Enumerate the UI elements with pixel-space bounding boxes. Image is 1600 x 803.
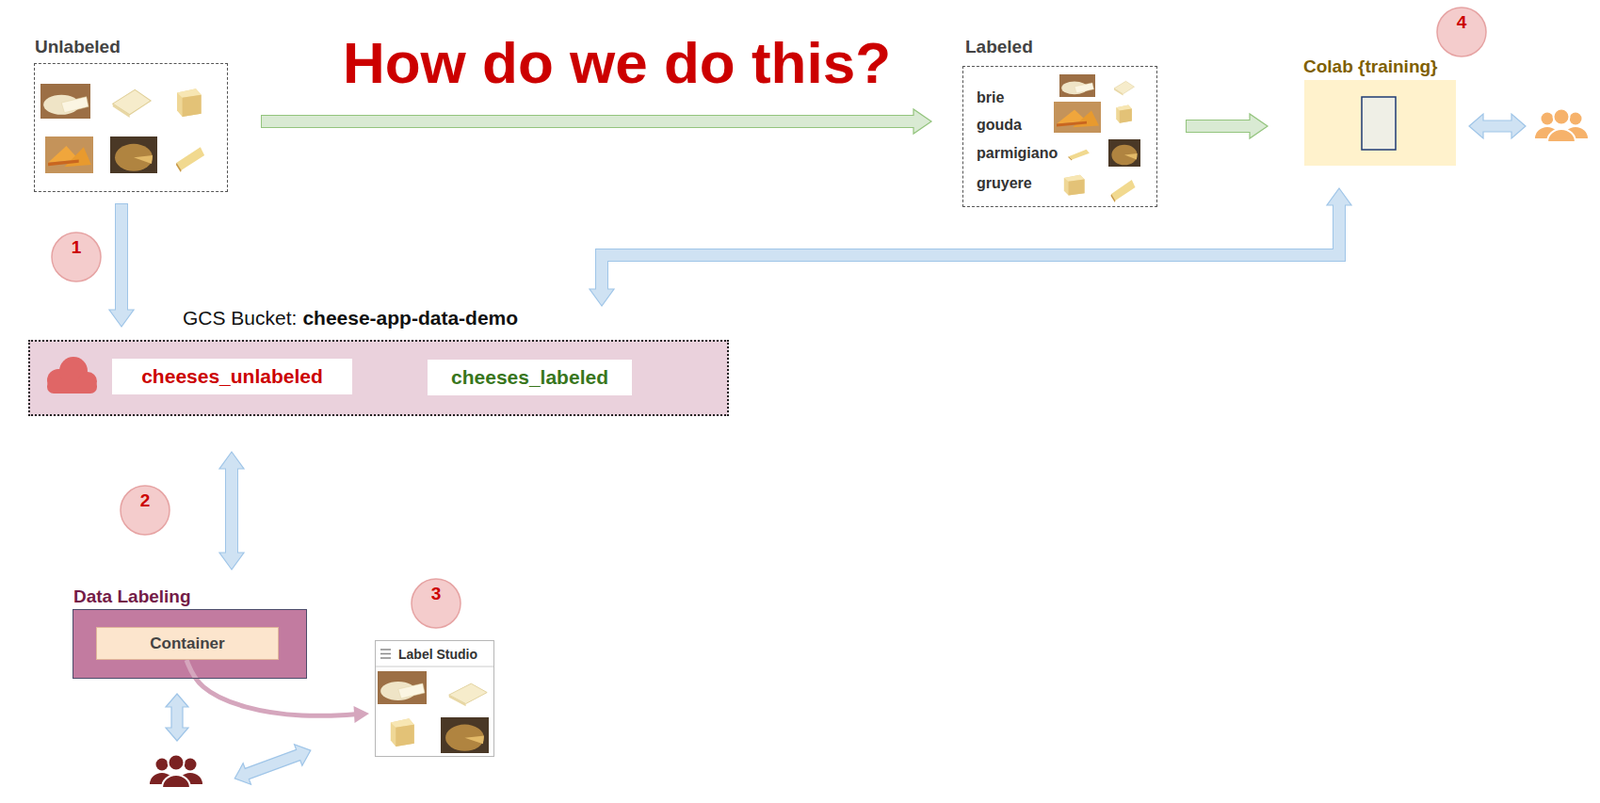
colab-panel: Colab {training} (1304, 80, 1456, 166)
cheese-photo (377, 671, 427, 705)
arrow-head (109, 309, 134, 327)
arrow-head (913, 109, 932, 134)
callout-number: 3 (431, 584, 442, 604)
labeling-box: ContainerData Labeling (72, 609, 308, 679)
cheese-photo (1059, 74, 1096, 97)
node-text: parmigiano (976, 144, 1058, 163)
cheese-photo (1108, 170, 1138, 204)
menu-icon (380, 649, 391, 659)
bucket-fill (28, 339, 729, 417)
cheese-photo (440, 717, 489, 754)
label-studio-window: Label Studio (374, 640, 495, 758)
callout-number: 1 (71, 238, 82, 258)
flow-arrow (1185, 113, 1268, 139)
cheese-photo (1111, 101, 1136, 125)
cheese-photo (383, 713, 421, 749)
image-group: Unlabeled (33, 63, 228, 193)
flow-arrow (219, 452, 244, 570)
cheese-photo (1108, 139, 1141, 167)
node-title: Label Studio (398, 645, 478, 664)
arrow-head (219, 552, 244, 570)
flow-arrow (589, 188, 1352, 307)
callout-circles (51, 7, 1487, 629)
arrow-outline (601, 205, 1340, 290)
node-title: Container (149, 632, 225, 656)
container-box: Container (96, 627, 279, 661)
double-arrow (165, 694, 189, 742)
node-title: Unlabeled (34, 37, 121, 57)
node-title: Colab {training} (1303, 57, 1439, 77)
arrow-head (1326, 188, 1352, 206)
cheese-photo (169, 83, 208, 119)
arrow-head (219, 452, 244, 469)
callout-number: 4 (1456, 13, 1468, 33)
people-icon (1535, 109, 1588, 144)
window-divider (375, 666, 494, 668)
arrow-body (601, 204, 1340, 291)
arrow-body (261, 115, 916, 128)
cloud-icon (47, 356, 97, 394)
arrow-body (115, 204, 128, 312)
colab-fill (1304, 80, 1456, 166)
flow-arrow (186, 660, 370, 724)
arrow-head (1249, 113, 1268, 139)
node-title: Data Labeling (73, 587, 192, 607)
node-text: gruyere (976, 174, 1033, 194)
node-title: Labeled (965, 37, 1034, 57)
arrow-body (186, 660, 356, 716)
arrow-head (354, 706, 370, 724)
node-title: GCS Bucket: (182, 307, 297, 330)
slide-title: How do we do this? (342, 33, 891, 93)
node-title: cheeses_unlabeled (141, 365, 324, 388)
double-arrow (230, 740, 315, 790)
node-text: cheese-app-data-demo (302, 307, 518, 330)
arrow-head (589, 289, 615, 307)
cheese-photo (109, 83, 154, 119)
arrow-body (226, 468, 238, 555)
bucket-folder: cheeses_unlabeled (112, 358, 353, 395)
arrow-body (1186, 120, 1252, 132)
cheese-photo (110, 136, 158, 174)
labeled-group: Labeledbriegoudaparmigianogruyere (962, 65, 1158, 208)
cheese-photo (445, 678, 490, 708)
cheese-photo (1057, 171, 1090, 197)
storage-bucket: cheeses_unlabeledcheeses_labeledGCS Buck… (28, 339, 729, 417)
cheese-photo (45, 136, 94, 174)
node-text: gouda (976, 115, 1022, 135)
cheese-photo (1112, 78, 1136, 97)
cheese-photo (1053, 101, 1101, 133)
flow-arrow (260, 109, 932, 134)
callout-number: 2 (140, 491, 151, 511)
flow-arrow (109, 203, 134, 327)
people-icon (149, 755, 203, 790)
double-arrow (1469, 113, 1526, 139)
node-title: cheeses_labeled (451, 366, 609, 389)
notebook-icon (1361, 96, 1396, 150)
cheese-photo (40, 83, 91, 119)
cheese-photo (173, 136, 208, 174)
cheese-photo (1066, 145, 1092, 162)
node-text: brie (976, 88, 1004, 108)
bucket-folder: cheeses_labeled (427, 359, 632, 396)
